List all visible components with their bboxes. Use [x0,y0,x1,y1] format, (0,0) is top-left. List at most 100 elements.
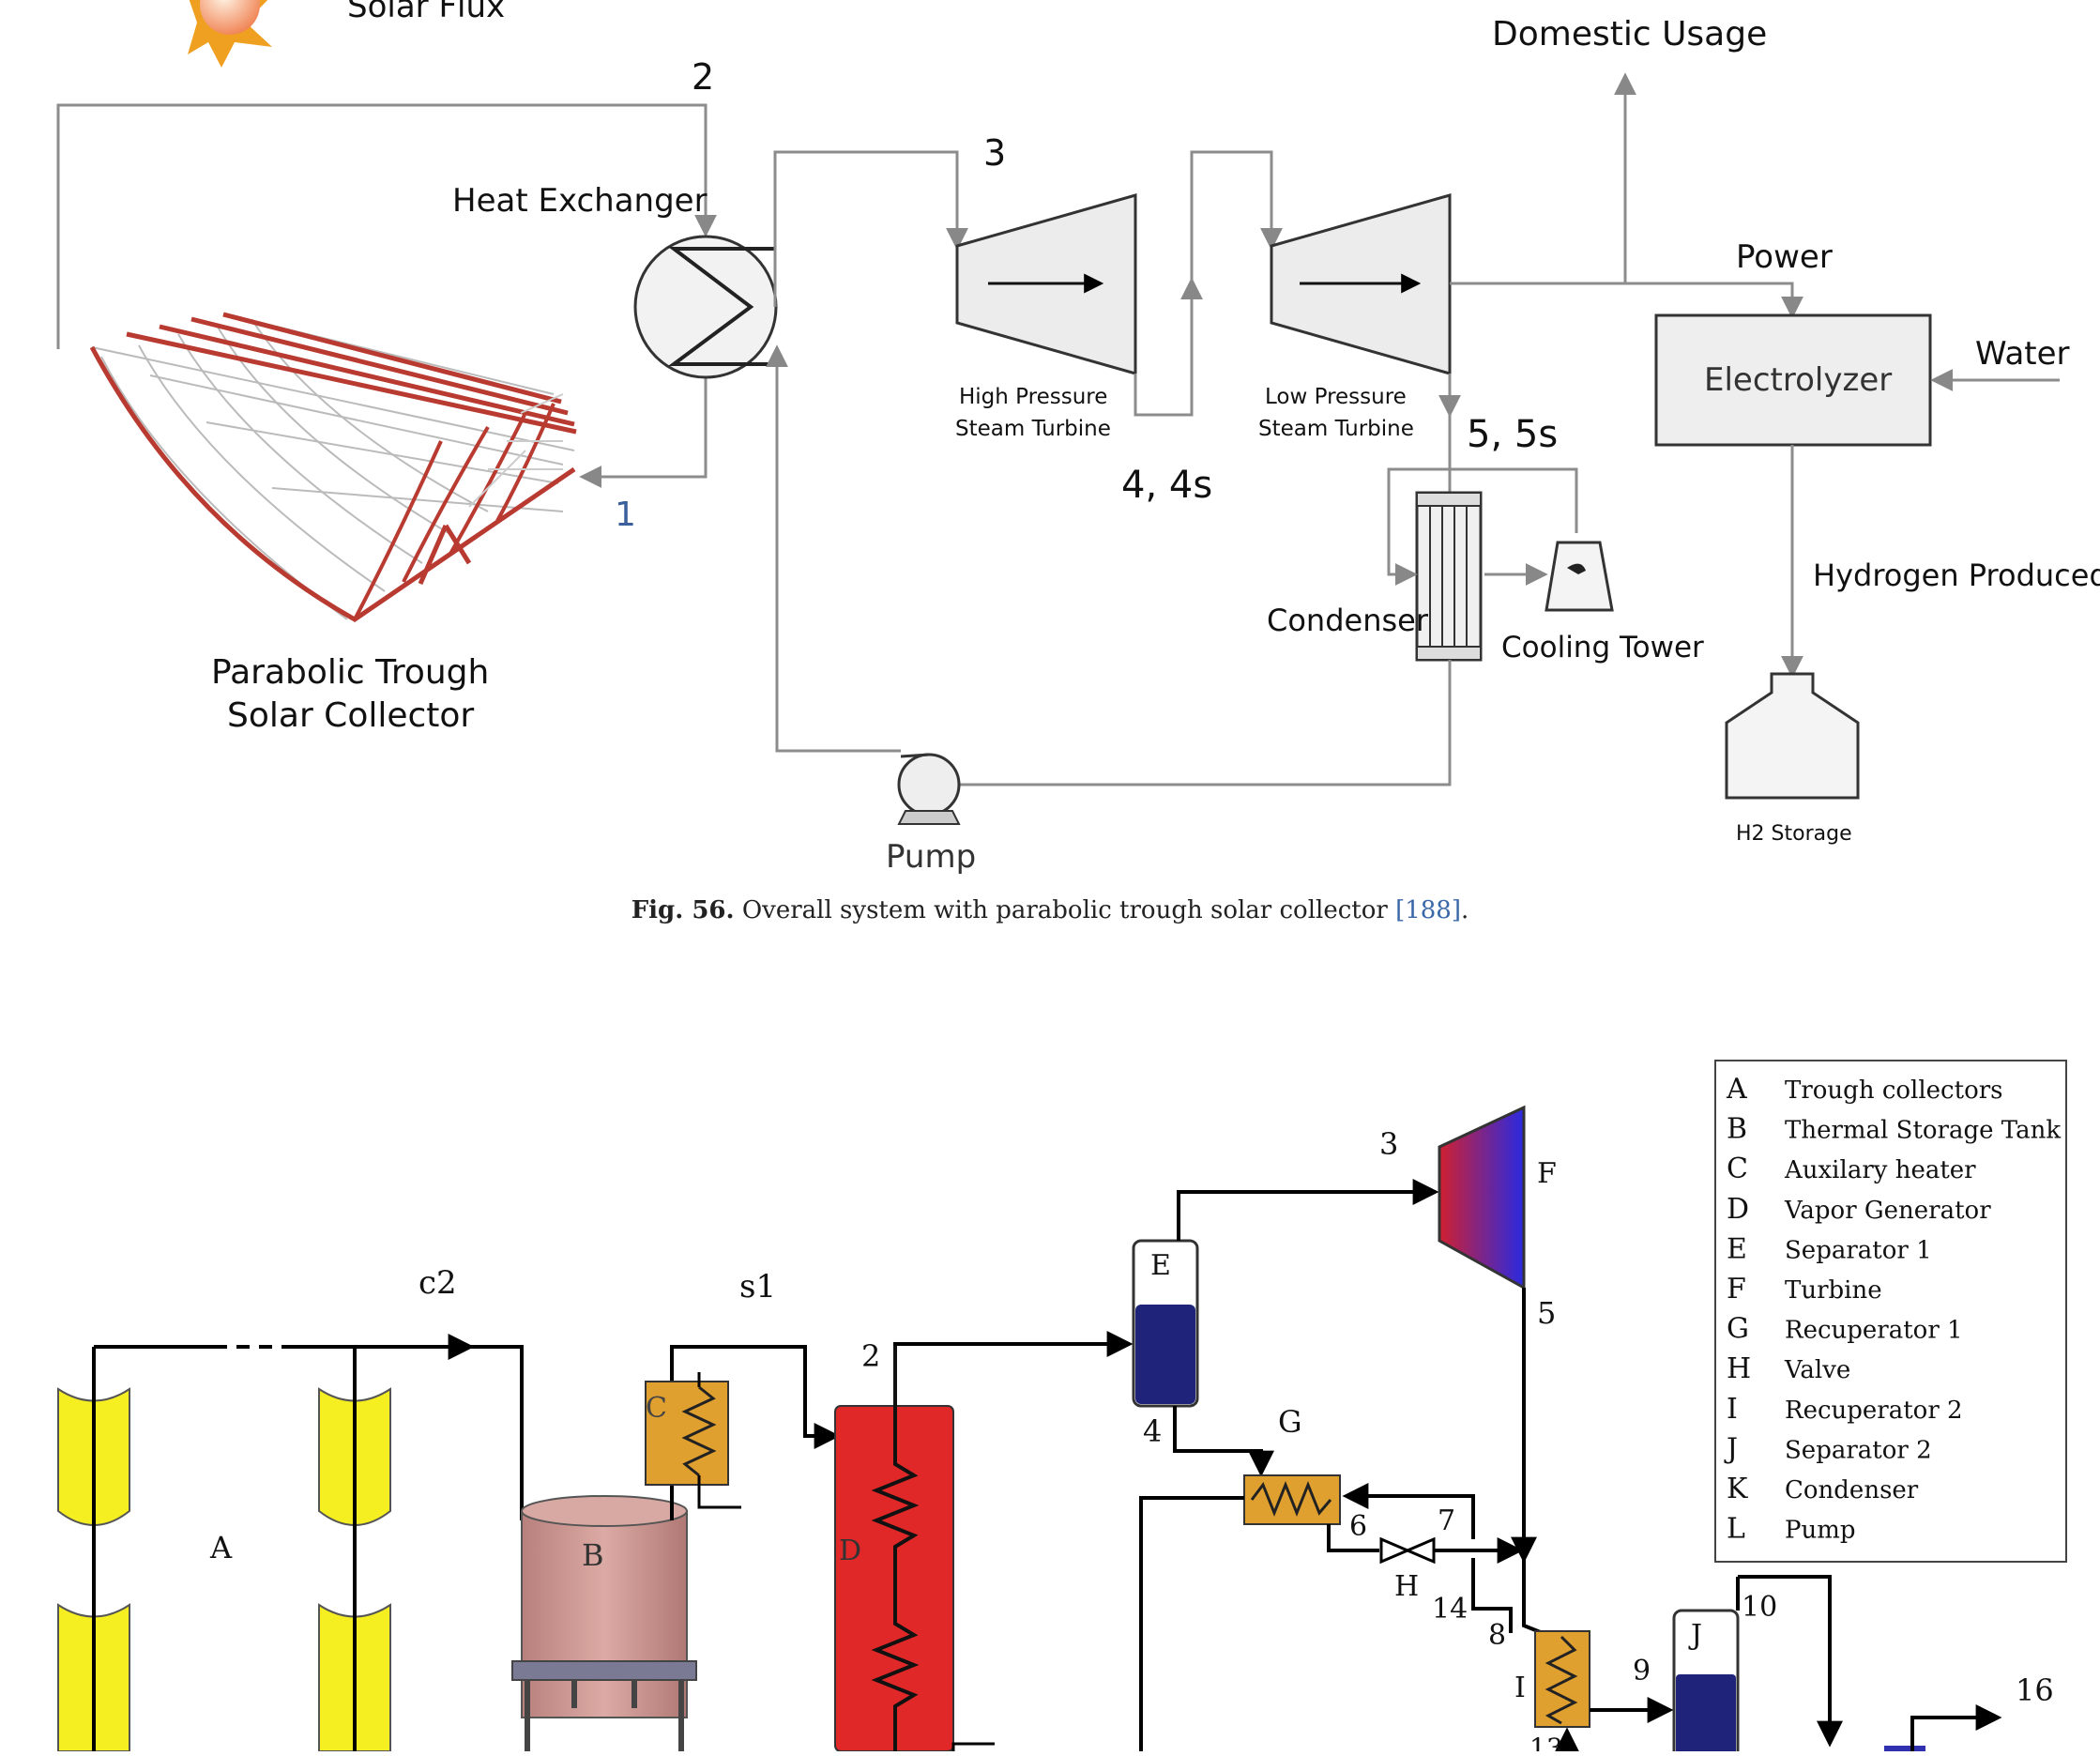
turbine [1438,1105,1526,1290]
state-10-label: 10 [1742,1591,1777,1624]
trough-collectors [57,1347,391,1752]
state-5b-label: 5 [1537,1295,1556,1331]
h2-storage-label: H2 Storage [1736,822,1852,846]
domestic-usage-label: Domestic Usage [1492,15,1767,53]
legend-key-F: F [1727,1273,1746,1306]
separator-J-label: J [1688,1619,1702,1652]
legend-text-K: Condenser [1785,1476,1919,1504]
state-14-label: 14 [1432,1593,1468,1626]
power-line [1450,282,1803,319]
legend-key-K: K [1727,1473,1748,1505]
water-label: Water [1975,335,2070,373]
caption-label: Fig. 56. [631,896,735,924]
state-9-label: 9 [1633,1655,1651,1687]
line-14 [1471,1558,1513,1633]
cooling-tower-label: Cooling Tower [1501,631,1704,664]
caption-reference-link[interactable]: [188] [1395,896,1461,924]
legend-key-L: L [1727,1513,1745,1546]
hp-turbine-label-1: High Pressure [959,385,1107,409]
legend-text-D: Vapor Generator [1784,1197,1991,1225]
hydrogen-produced-label: Hydrogen Produced [1813,557,2100,593]
separator-1 [1132,1239,1199,1408]
high-pressure-turbine [955,193,1137,375]
valve [1379,1536,1436,1565]
hp-turbine-label-2: Steam Turbine [955,417,1111,441]
legend-key-G: G [1727,1313,1749,1346]
separator-2 [1672,1609,1740,1756]
sun-icon [188,0,272,68]
state-8-label: 8 [1488,1619,1506,1652]
lp-turbine-label-1: Low Pressure [1265,385,1407,409]
solar-flux-label: Solar Flux [347,0,505,25]
condensate-line [934,660,1452,796]
legend-text-H: Valve [1784,1356,1850,1384]
collector-return-line [579,338,708,488]
line-16 [1910,1704,2002,1751]
legend-key-D: D [1727,1193,1749,1226]
legend-key-B: B [1727,1113,1747,1146]
cooling-tower [1545,541,1614,612]
pump-label: Pump [886,838,976,876]
legend-text-E: Separator 1 [1785,1236,1932,1264]
line-8 [1522,1558,1544,1635]
legend-text-J: Separator 2 [1785,1436,1932,1464]
turbine-F-label: F [1537,1157,1557,1190]
caption-text: Overall system with parabolic trough sol… [734,896,1396,924]
legend-key-J: J [1724,1432,1738,1465]
caption-end: . [1461,896,1469,924]
line-7-return [1342,1483,1475,1539]
state-6-label: 6 [1349,1510,1367,1543]
condenser-label: Condenser [1267,603,1429,638]
state-5-label: 5, 5s [1467,413,1558,456]
legend-text-G: Recuperator 1 [1785,1317,1963,1345]
collector-A-label: A [209,1530,233,1565]
thermal-storage-tank [511,1495,697,1751]
figure-56: Solar Flux 2 1 Heat Exchanger [56,0,2100,876]
figure-57: A c2 B s1 C D [57,1060,2067,1756]
legend-key-A: A [1726,1073,1747,1106]
state-2-label: 2 [692,56,714,98]
state-2b-label: 2 [861,1338,880,1374]
cooling-return-line [1387,467,1578,586]
line-2 [893,1331,1134,1357]
auxiliary-heater [645,1372,741,1509]
recuperator-2 [1534,1630,1590,1728]
line-4 [1173,1406,1274,1477]
heat-exchanger [633,235,778,379]
collector-label-line-1: Parabolic Trough [211,653,489,692]
steam-line-4 [1134,277,1203,417]
state-s1-label: s1 [739,1268,776,1306]
parabolic-trough-collector [89,312,577,622]
low-pressure-turbine [1270,193,1452,375]
pump-icon [897,753,961,825]
state-4-label: 4, 4s [1121,464,1212,507]
state-4b-label: 4 [1143,1413,1162,1449]
collector-label-line-2: Solar Collector [227,696,474,735]
legend-text-C: Auxilary heater [1784,1156,1976,1184]
separator-E-label: E [1150,1249,1171,1282]
lp-turbine-label-2: Steam Turbine [1258,417,1414,441]
state-13-label: 13 [1529,1733,1563,1751]
state-3-label: 3 [983,132,1006,174]
legend-key-I: I [1727,1393,1738,1426]
recuperator-1 [1243,1474,1341,1525]
heater-C-label: C [646,1392,667,1425]
steam-line-3 [773,150,968,307]
legend-key-E: E [1727,1232,1747,1265]
valve-H-label: H [1394,1570,1419,1603]
recuperator-G-label: G [1278,1404,1302,1440]
heat-exchanger-label: Heat Exchanger [452,182,708,220]
legend-text-B: Thermal Storage Tank [1785,1117,2061,1145]
collector-outlet-line [56,103,717,349]
line-6 [1327,1524,1379,1552]
electrolyzer [1654,313,1932,447]
legend-key-C: C [1727,1153,1748,1185]
state-7-label: 7 [1438,1504,1455,1537]
state-3b-label: 3 [1379,1126,1398,1162]
h2-storage-tank [1725,672,1860,800]
line-3 [1177,1179,1439,1241]
legend-text-L: Pump [1785,1517,1856,1545]
legend-key-H: H [1727,1352,1751,1385]
tank-B-label: B [582,1537,604,1573]
